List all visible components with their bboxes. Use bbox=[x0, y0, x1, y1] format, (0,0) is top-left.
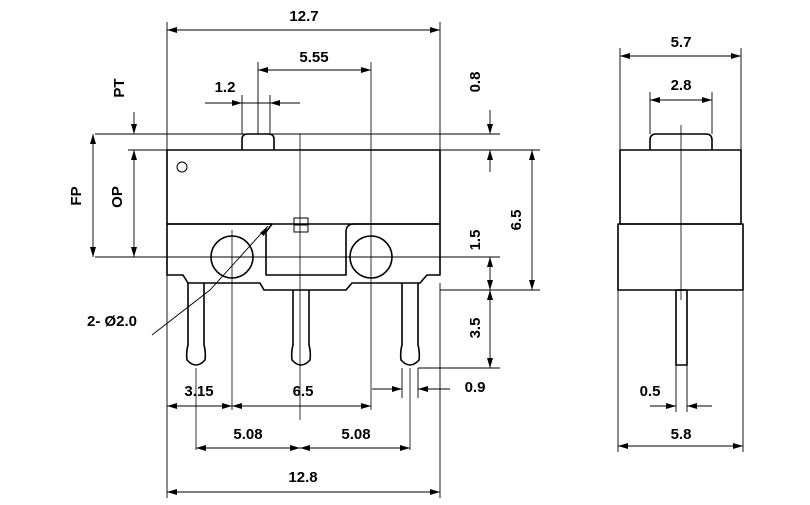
dim-actuator-width: 1.2 bbox=[215, 79, 236, 96]
dim-side-pin-thickness: 0.5 bbox=[640, 383, 661, 400]
actuator-plunger bbox=[241, 133, 275, 150]
label-pretravel: PT bbox=[111, 78, 128, 97]
label-operating-position: OP bbox=[109, 186, 126, 208]
dim-overall-width-bottom: 12.8 bbox=[288, 469, 317, 486]
dim-overall-width-top: 12.7 bbox=[289, 8, 318, 25]
pin-middle bbox=[290, 290, 312, 366]
dim-pin-pitch-left: 5.08 bbox=[233, 426, 262, 443]
dim-side-bottom-width: 5.8 bbox=[671, 426, 692, 443]
dim-pin-width: 0.9 bbox=[465, 379, 486, 396]
side-view: 5.7 2.8 0.5 5.8 bbox=[617, 34, 744, 452]
dim-pin-length: 3.5 bbox=[467, 318, 484, 339]
front-view bbox=[166, 133, 441, 366]
dim-hole-spacing: 6.5 bbox=[293, 383, 314, 400]
label-free-position: FP bbox=[68, 186, 85, 205]
front-dimensions: 12.7 5.55 1.2 PT FP OP 0.8 bbox=[68, 8, 535, 495]
side-housing-lower bbox=[617, 223, 744, 291]
dim-side-actuator-width: 2.8 bbox=[671, 77, 692, 94]
front-housing-lower bbox=[166, 223, 441, 291]
side-pin bbox=[675, 289, 688, 366]
dim-actuator-height: 0.8 bbox=[467, 72, 484, 93]
dim-hole-offset: 1.5 bbox=[467, 230, 484, 251]
label-mounting-holes: 2- Ø2.0 bbox=[87, 313, 137, 330]
dim-body-height: 6.5 bbox=[508, 210, 525, 231]
pin-left bbox=[185, 283, 207, 366]
front-housing-upper bbox=[166, 149, 441, 225]
side-housing-upper bbox=[619, 149, 742, 225]
pin-right bbox=[399, 283, 421, 366]
marker-dot bbox=[176, 161, 188, 173]
dim-hole-to-edge: 3.15 bbox=[184, 383, 213, 400]
dim-side-top-width: 5.7 bbox=[671, 34, 692, 51]
dim-actuator-offset: 5.55 bbox=[299, 49, 328, 66]
dim-pin-pitch-right: 5.08 bbox=[341, 426, 370, 443]
